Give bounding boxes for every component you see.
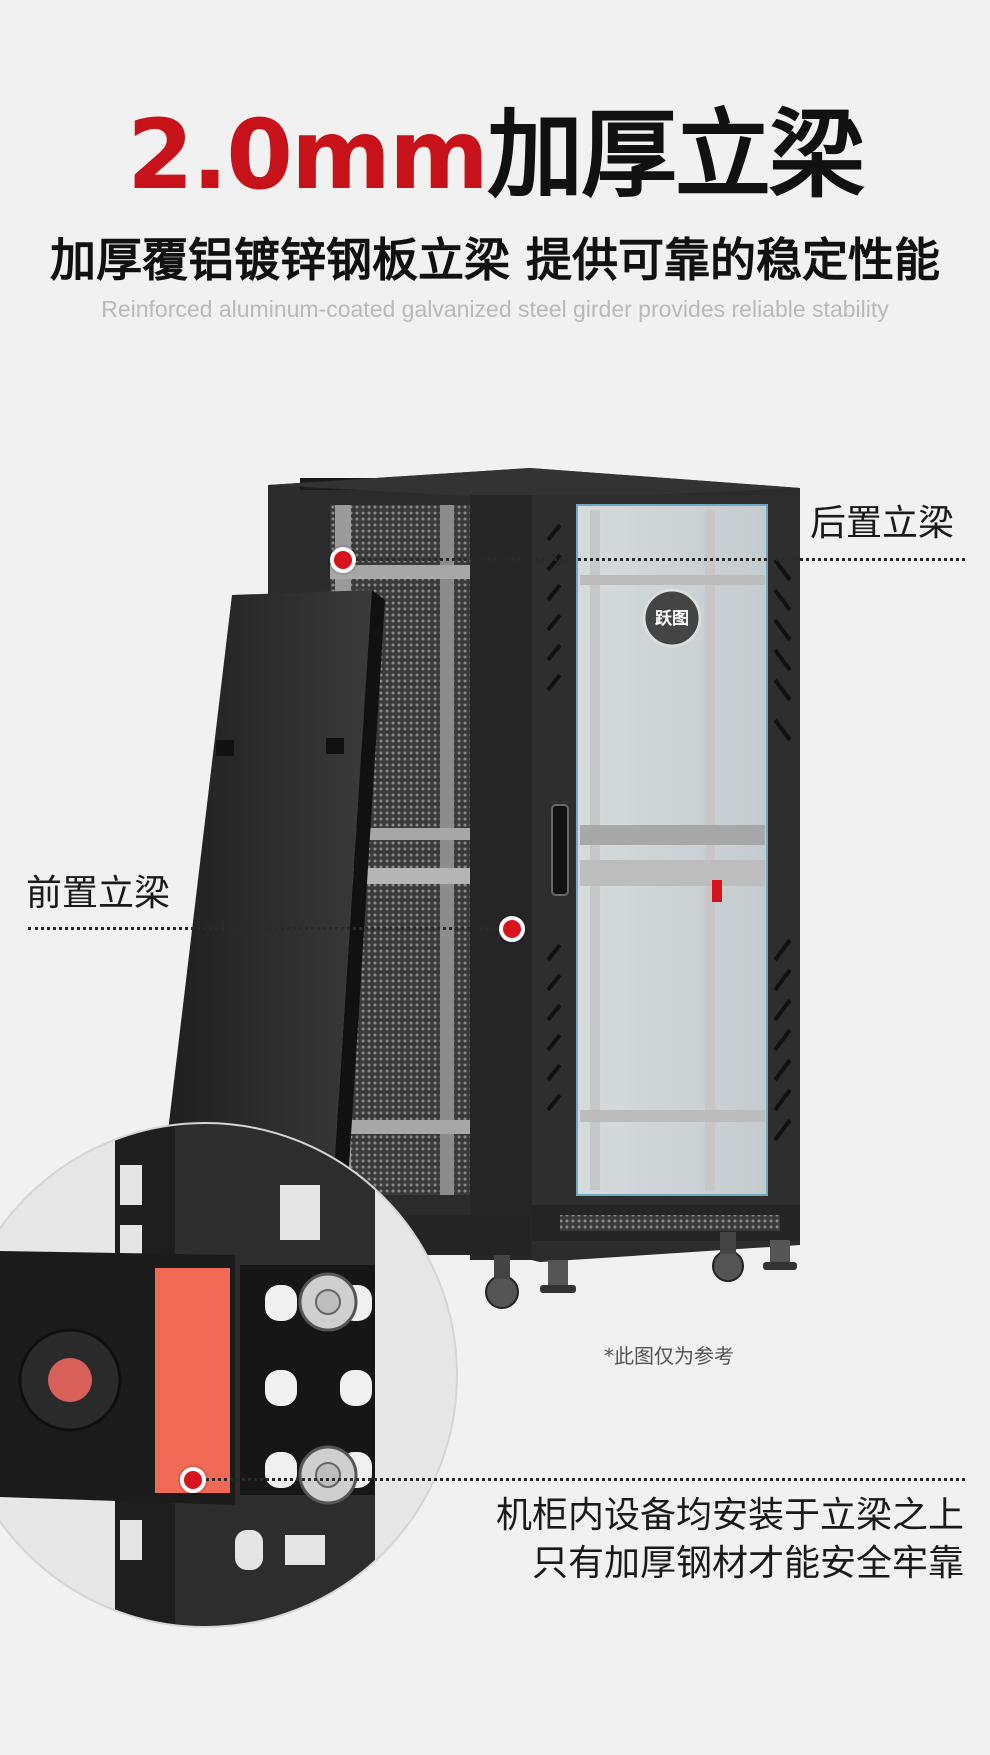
zoom-detail	[0, 1123, 457, 1627]
description-line-1: 机柜内设备均安装于立梁之上	[495, 1495, 964, 1536]
brand-badge	[642, 588, 702, 648]
title-text: 加厚立梁	[487, 99, 865, 211]
detail-leader-line	[200, 1478, 965, 1481]
description-text: 机柜内设备均安装于立梁之上 只有加厚钢材才能安全牢靠	[496, 1492, 964, 1588]
reference-note: *此图仅为参考	[604, 1344, 734, 1368]
side-door-panel	[155, 590, 385, 1240]
rear-girder-marker	[330, 547, 356, 573]
title-thickness: 2.0mm	[126, 99, 489, 211]
front-girder-marker	[499, 916, 525, 942]
brand-badge-text: 跃图	[655, 609, 689, 629]
front-girder-label: 前置立梁	[26, 873, 171, 914]
rear-girder-label: 后置立梁	[810, 503, 955, 544]
rear-girder-leader-line	[343, 558, 965, 561]
front-girder-leader-line	[28, 927, 513, 930]
page-subtitle-english: Reinforced aluminum-coated galvanized st…	[101, 296, 889, 322]
page-title: 2.0mm加厚立梁	[0, 100, 990, 210]
detail-marker	[180, 1467, 206, 1493]
description-line-2: 只有加厚钢材才能安全牢靠	[531, 1543, 964, 1584]
page-subtitle: 加厚覆铝镀锌钢板立梁 提供可靠的稳定性能	[49, 233, 940, 287]
